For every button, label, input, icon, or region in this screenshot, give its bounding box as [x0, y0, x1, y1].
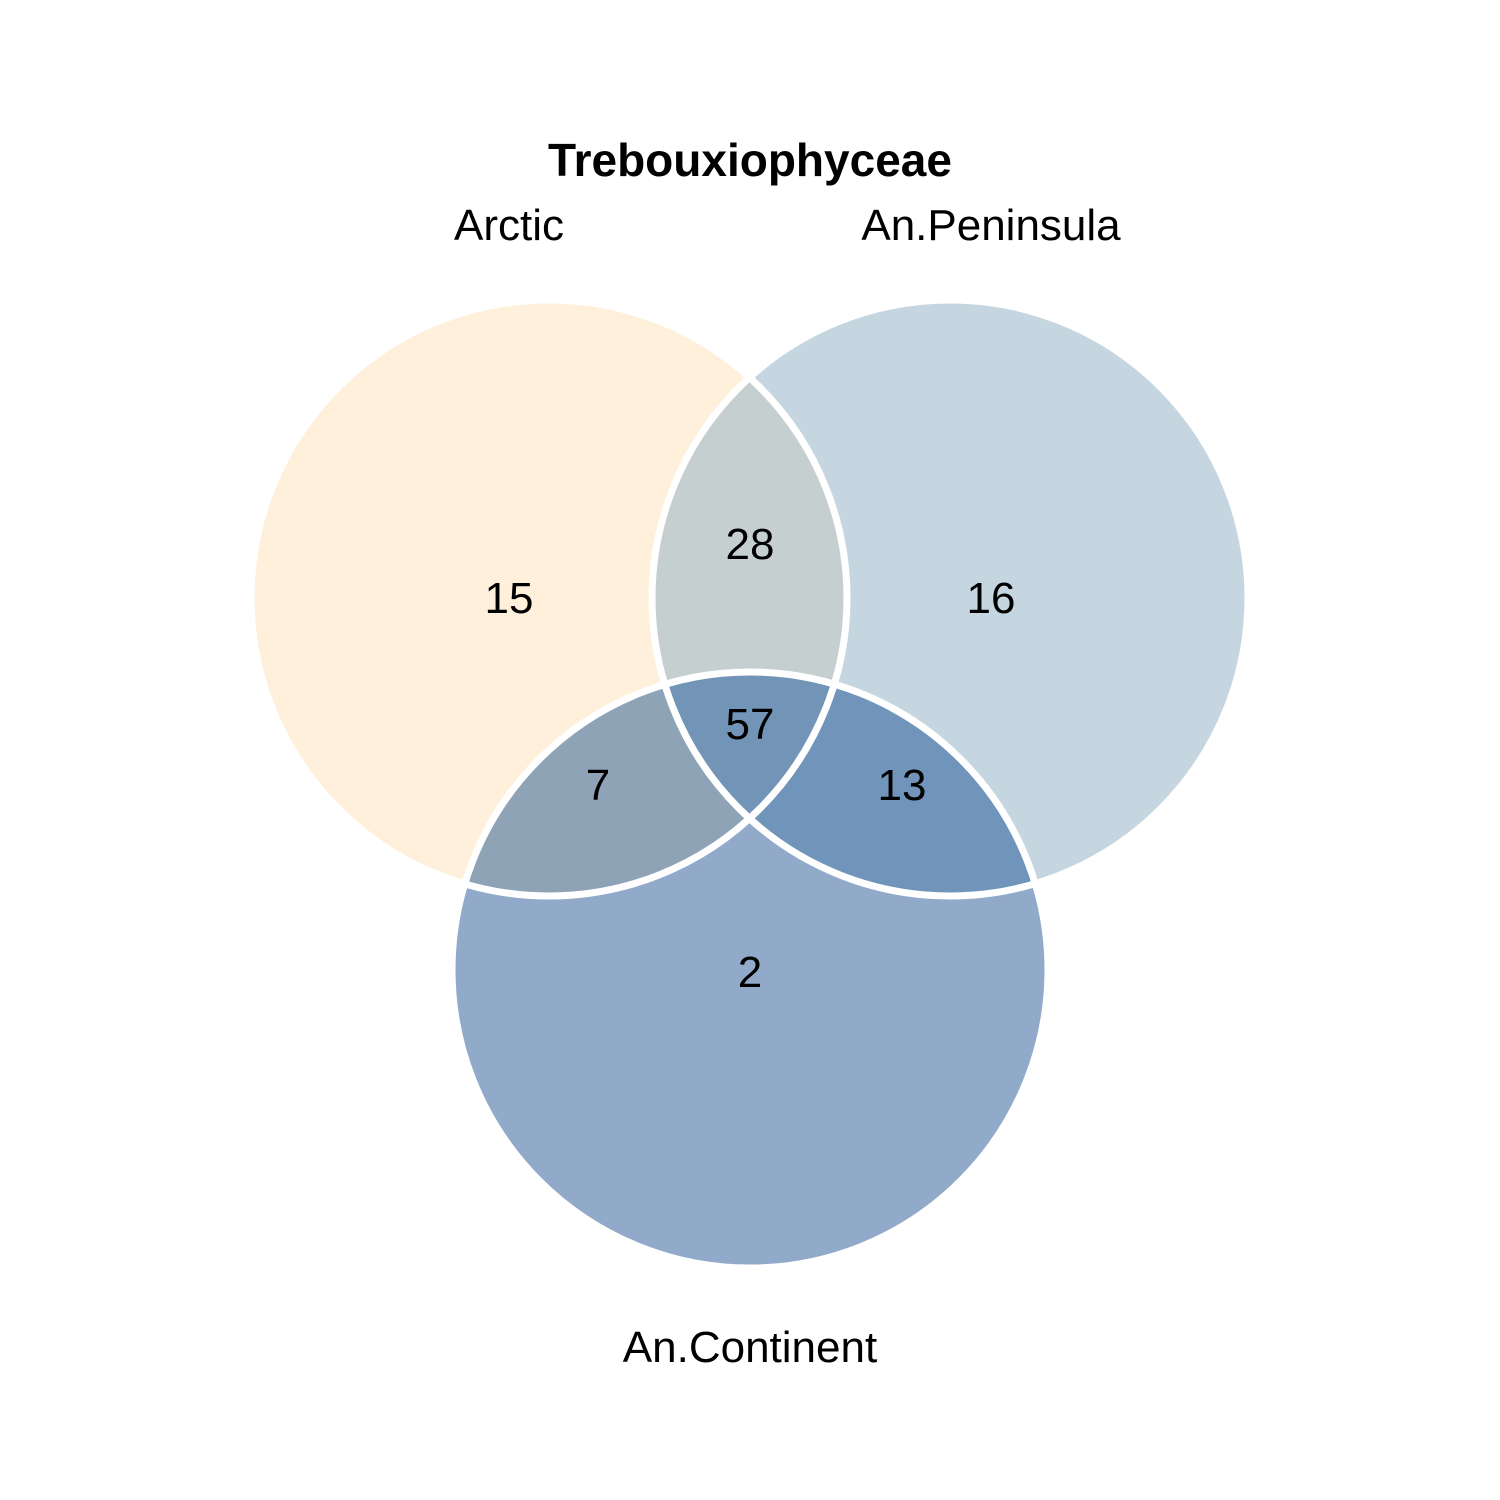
count-an-peninsula-only: 16 — [967, 574, 1016, 623]
set-label-an-continent: An.Continent — [623, 1323, 877, 1372]
count-arctic-an-continent: 7 — [586, 761, 610, 810]
circle-outline-c — [448, 668, 1052, 1272]
venn-regions — [251, 300, 1248, 1268]
count-an-continent-only: 2 — [738, 948, 762, 997]
count-an-peninsula-an-continent: 13 — [878, 761, 927, 810]
circle-outline-b — [648, 296, 1252, 900]
set-label-an-peninsula: An.Peninsula — [861, 201, 1121, 250]
count-all-three: 57 — [726, 700, 775, 749]
set-label-arctic: Arctic — [454, 201, 564, 250]
count-arctic-only: 15 — [485, 574, 534, 623]
count-arctic-an-peninsula: 28 — [726, 520, 775, 569]
region-arctic-an-continent — [452, 672, 847, 896]
region-an-peninsula-an-continent — [652, 672, 1048, 896]
venn-outlines — [247, 296, 1252, 1272]
circle-outline-a — [247, 296, 851, 900]
diagram-title: Trebouxiophyceae — [548, 134, 952, 186]
